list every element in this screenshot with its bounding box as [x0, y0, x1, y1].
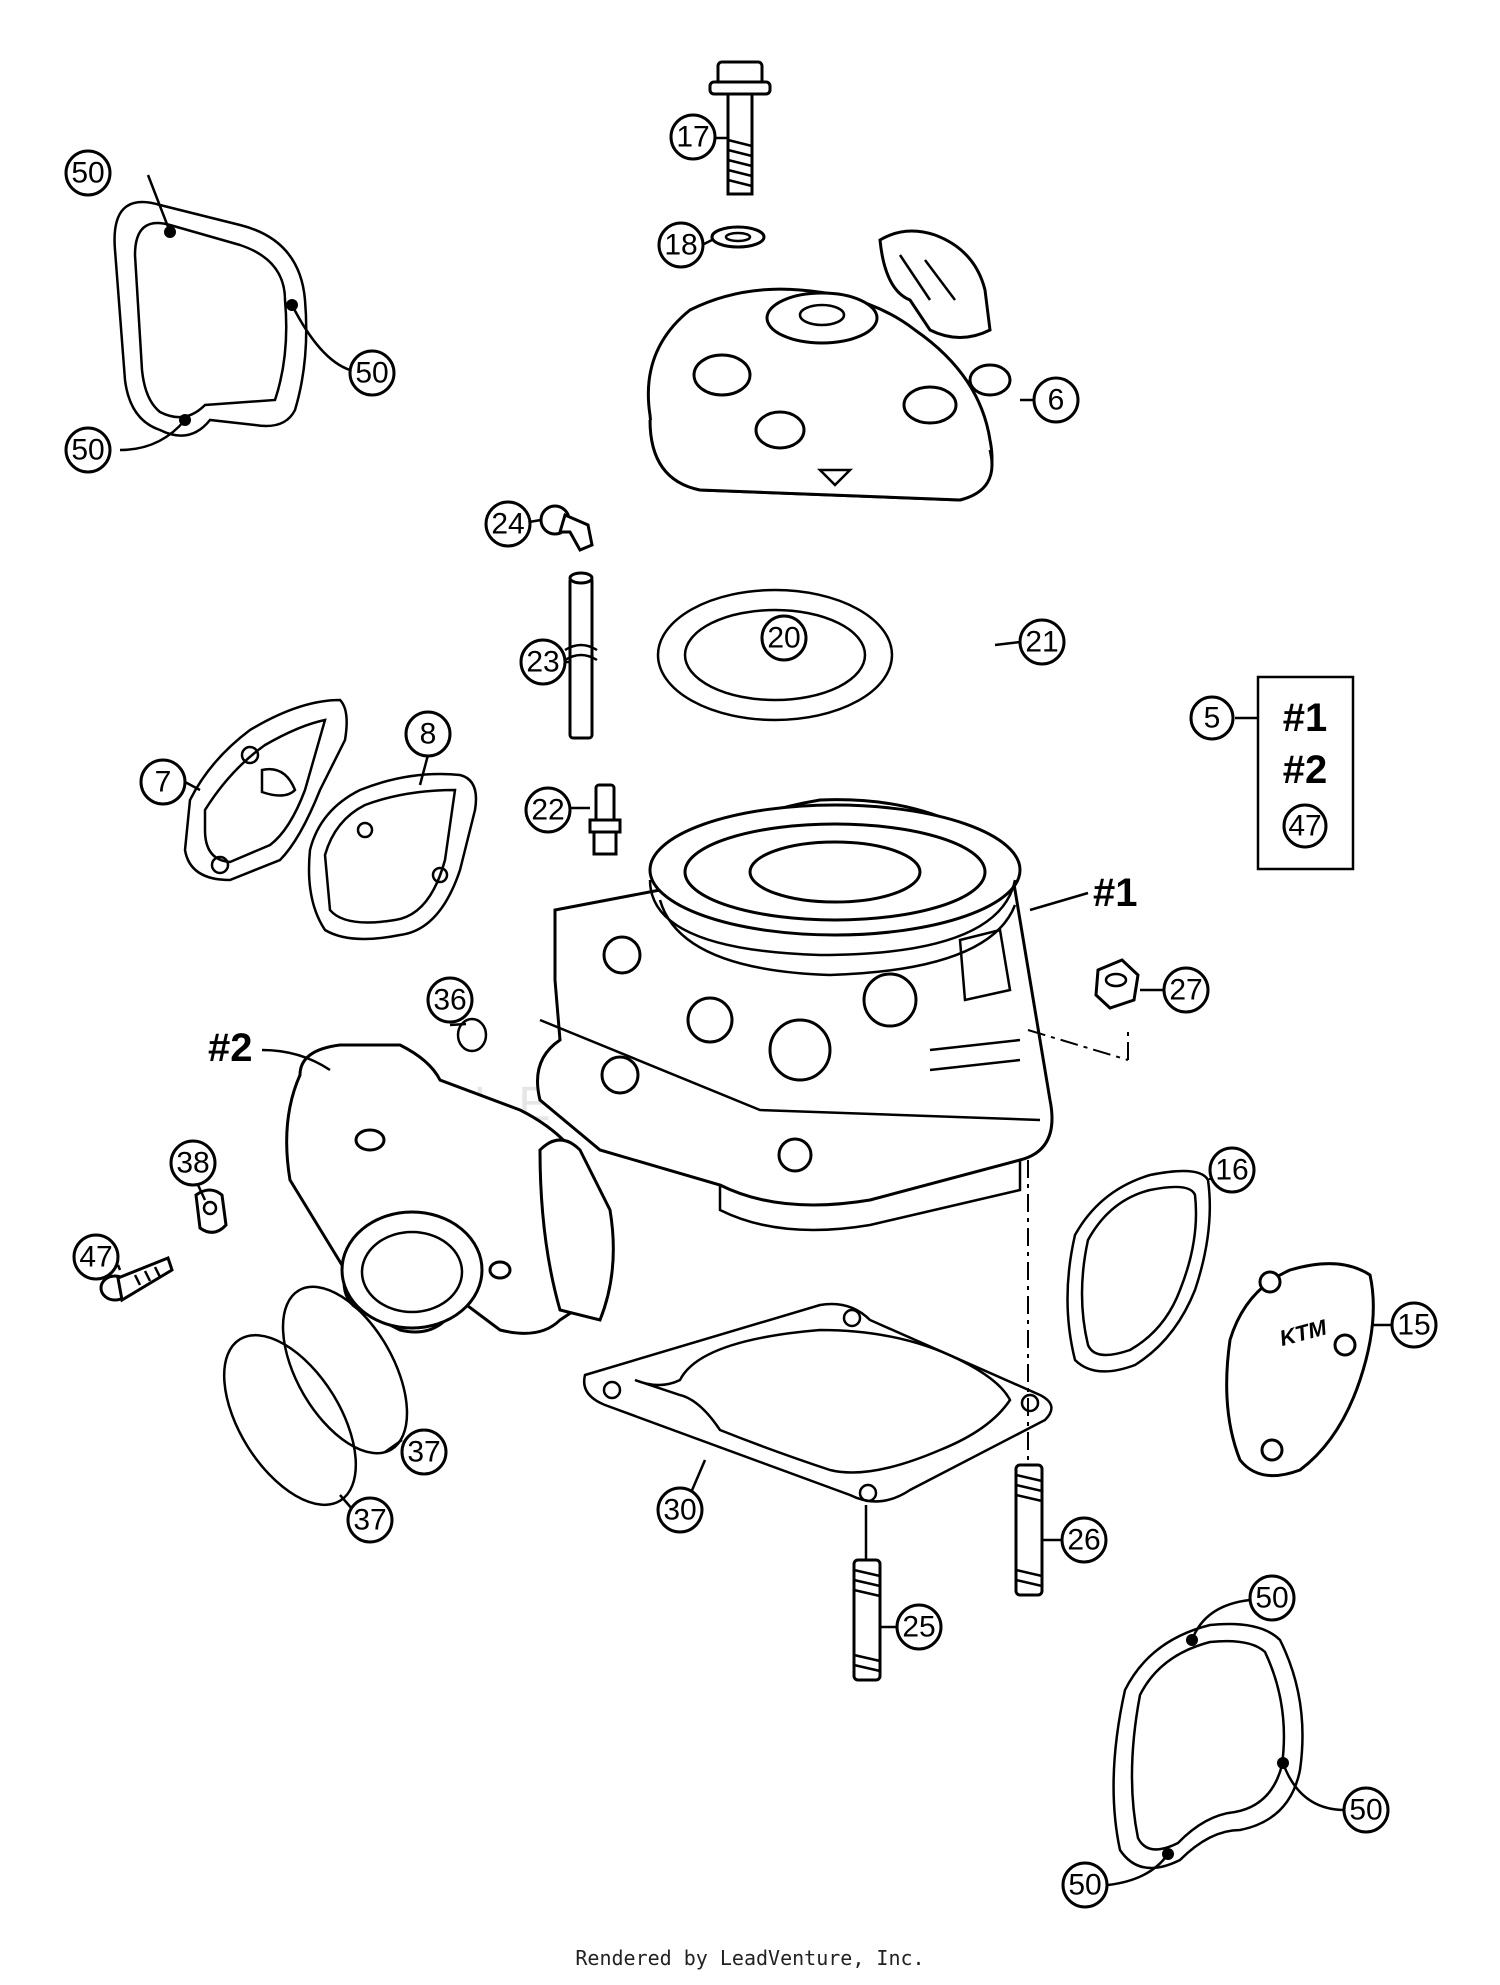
top-left-gasket: [113, 174, 351, 452]
callout-8: 8: [404, 710, 452, 758]
svg-text:50: 50: [355, 357, 388, 390]
cylinder: [536, 798, 1054, 1232]
svg-text:18: 18: [664, 229, 697, 262]
head-o-ring-inner: [683, 608, 867, 702]
exhaust-gasket: [307, 772, 478, 941]
stud-axis-line: [1027, 1029, 1129, 1510]
svg-text:47: 47: [1288, 810, 1321, 843]
svg-text:37: 37: [407, 1436, 440, 1469]
svg-text:5: 5: [1204, 702, 1221, 735]
svg-text:50: 50: [1255, 1582, 1288, 1615]
svg-text:16: 16: [1215, 1154, 1248, 1187]
bracket-plate: [194, 1188, 228, 1234]
cover: KTM: [1225, 1262, 1375, 1478]
svg-text:20: 20: [767, 622, 800, 655]
intake-o-ring-lower: [222, 1333, 358, 1507]
kit-box: #1 #2 47: [1235, 675, 1355, 871]
cylinder-head-bolt: [708, 60, 772, 196]
svg-text:25: 25: [902, 1611, 935, 1644]
svg-text:38: 38: [176, 1147, 209, 1180]
callout-17: 17: [669, 113, 717, 161]
svg-text:37: 37: [353, 1504, 386, 1537]
water-elbow: [539, 504, 594, 552]
callout-22: 22: [524, 786, 572, 834]
callout-50-bottom-right-a: 50: [1248, 1574, 1296, 1622]
kit-item-cylinder: #1: [1283, 696, 1328, 740]
stud-long: [1014, 1463, 1044, 1597]
callout-27: 27: [1162, 966, 1210, 1014]
svg-text:36: 36: [433, 984, 466, 1017]
callout-50-top-left-b: 50: [348, 349, 396, 397]
svg-text:22: 22: [531, 794, 564, 827]
svg-text:7: 7: [155, 766, 172, 799]
callout-5: 5: [1189, 695, 1235, 741]
svg-text:6: 6: [1048, 384, 1065, 417]
washer: [710, 225, 766, 249]
callout-50-top-left-a: 50: [64, 149, 112, 197]
svg-text:15: 15: [1397, 1309, 1430, 1342]
base-gasket: [582, 1302, 1053, 1503]
kit-item-intake: #2: [1283, 748, 1328, 792]
svg-text:50: 50: [1349, 1794, 1382, 1827]
callout-23: 23: [519, 638, 567, 686]
small-o-ring: [456, 1017, 488, 1053]
intake-o-ring-upper: [281, 1285, 409, 1455]
callout-36: 36: [426, 976, 474, 1024]
callout-50-top-left-c: 50: [64, 426, 112, 474]
callout-24: 24: [484, 500, 532, 548]
callout-47: 47: [72, 1233, 120, 1281]
svg-text:23: 23: [526, 646, 559, 679]
callout-18: 18: [657, 221, 705, 269]
svg-text:50: 50: [1068, 1869, 1101, 1902]
stud-short: [852, 1505, 882, 1682]
callout-38: 38: [169, 1139, 217, 1187]
cylinder-head: [646, 229, 1012, 502]
svg-text:50: 50: [71, 434, 104, 467]
svg-text:26: 26: [1067, 1524, 1100, 1557]
label-cylinder-assembly: #1: [1093, 871, 1138, 915]
allen-screw: [99, 1256, 174, 1303]
callout-15: 15: [1390, 1301, 1438, 1349]
kit-item-screw-callout: 47: [1282, 803, 1328, 849]
callout-7: 7: [139, 758, 187, 806]
svg-text:8: 8: [420, 718, 437, 751]
svg-text:50: 50: [71, 157, 104, 190]
head-o-ring-outer: [656, 588, 894, 722]
svg-text:21: 21: [1025, 626, 1058, 659]
cover-gasket: [1066, 1169, 1212, 1373]
svg-text:30: 30: [663, 1494, 696, 1527]
callout-6: 6: [1032, 376, 1080, 424]
water-hose: [564, 571, 598, 740]
callout-30: 30: [656, 1486, 704, 1534]
callout-50-bottom-right-c: 50: [1061, 1861, 1109, 1909]
exhaust-flange-gasket: [183, 698, 348, 882]
callout-25: 25: [895, 1603, 943, 1651]
label-intake-assembly: #2: [208, 1026, 253, 1070]
svg-text:24: 24: [491, 508, 524, 541]
hose-nipple: [588, 783, 622, 856]
callout-37-upper: 37: [400, 1428, 448, 1476]
cylinder-nut: [1094, 958, 1140, 1010]
callout-21: 21: [1018, 618, 1066, 666]
svg-text:47: 47: [79, 1241, 112, 1274]
svg-text:27: 27: [1169, 974, 1202, 1007]
callout-37-lower: 37: [346, 1496, 394, 1544]
bottom-right-gasket: [1107, 1598, 1346, 1887]
callout-50-bottom-right-b: 50: [1342, 1786, 1390, 1834]
callout-16: 16: [1208, 1146, 1256, 1194]
intake-flange: [285, 1043, 615, 1335]
callout-20: 20: [760, 614, 808, 662]
callout-26: 26: [1060, 1516, 1108, 1564]
svg-text:17: 17: [676, 121, 709, 154]
footer-credit: Rendered by LeadVenture, Inc.: [575, 1946, 925, 1970]
